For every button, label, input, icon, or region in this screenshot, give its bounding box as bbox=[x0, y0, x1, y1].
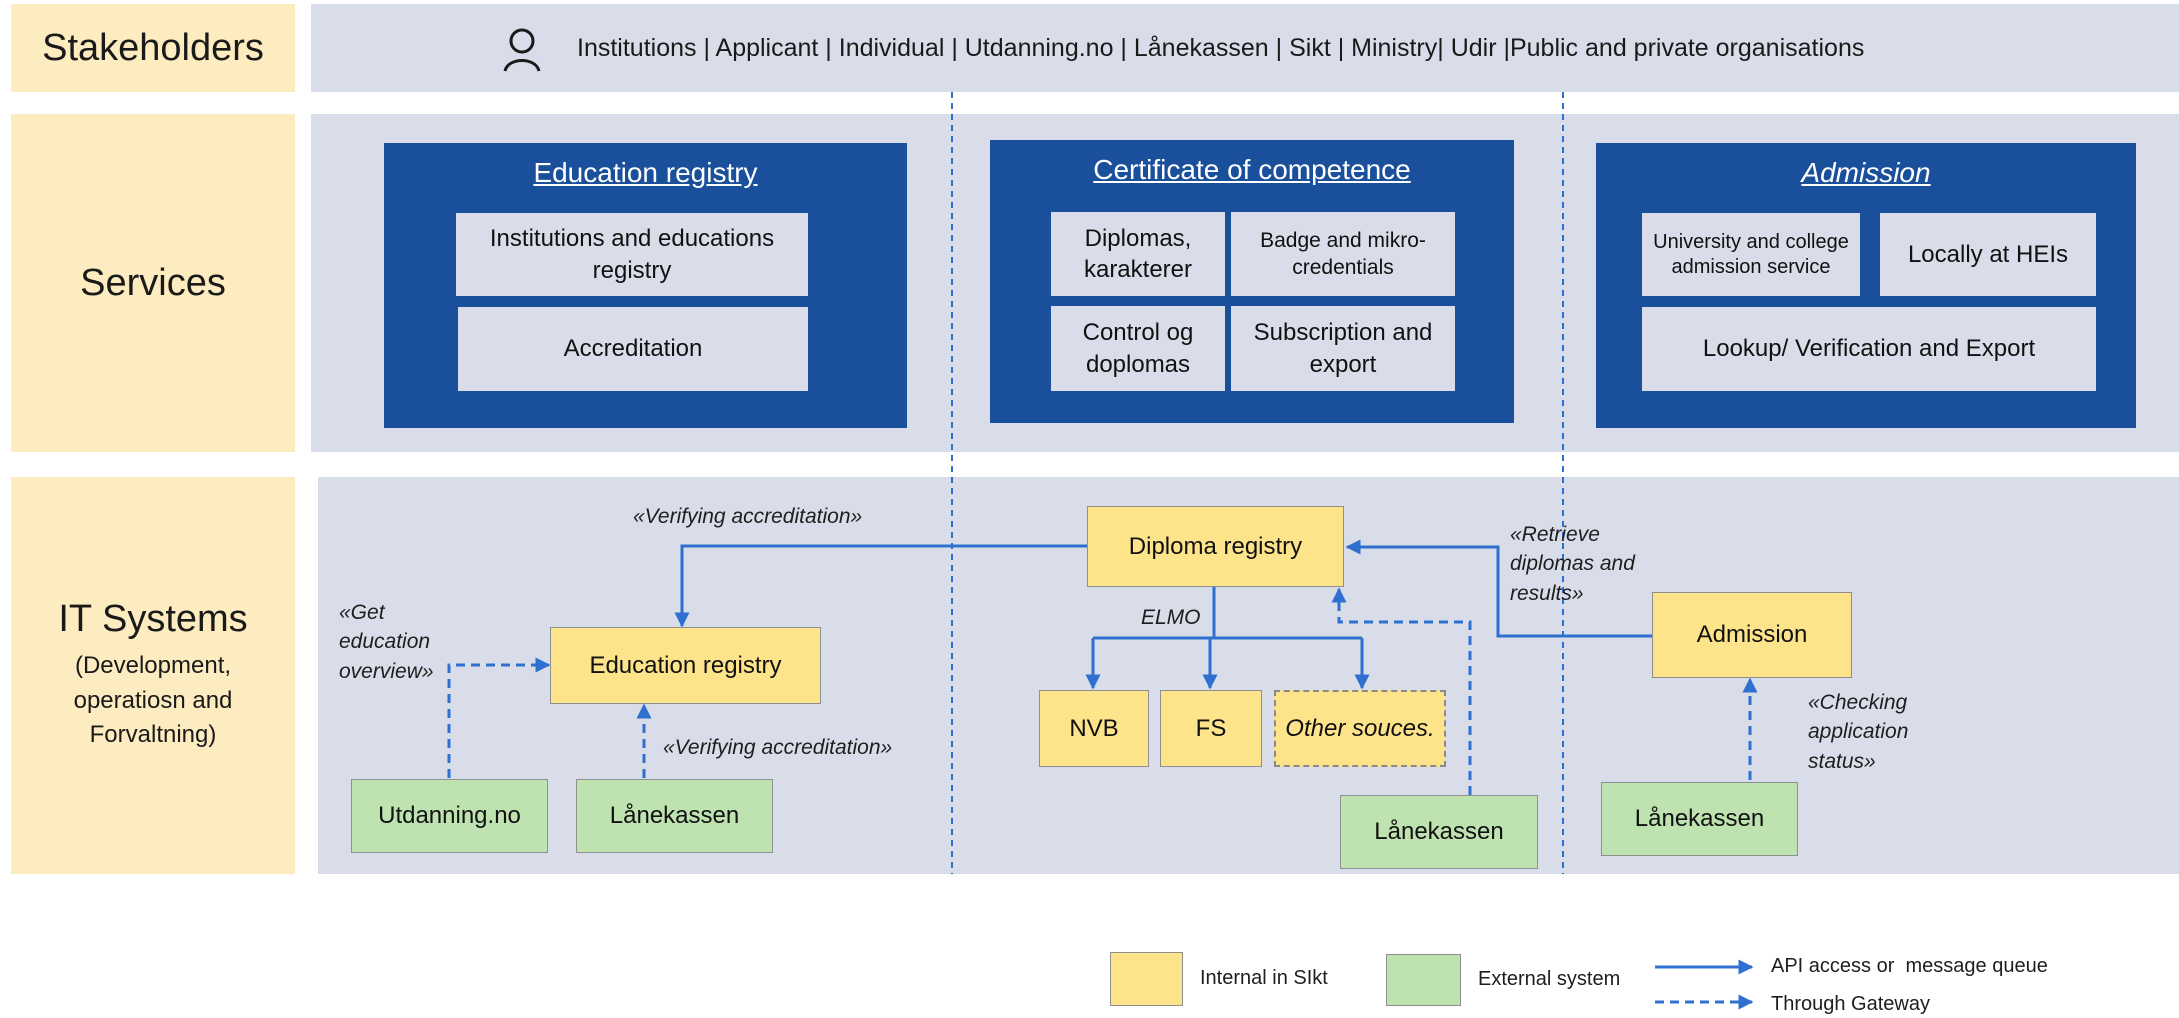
lanekassen-box-left: Lånekassen bbox=[576, 779, 773, 853]
service-item-locally-heis: Locally at HEIs bbox=[1880, 213, 2096, 296]
legend-gateway-label: Through Gateway bbox=[1771, 993, 1930, 1015]
stakeholders-label: Stakeholders bbox=[42, 26, 264, 69]
legend-internal-label: Internal in SIkt bbox=[1200, 967, 1328, 989]
education-registry-box: Education registry bbox=[550, 627, 821, 704]
service-panel-admission: Admission University and college admissi… bbox=[1596, 143, 2136, 428]
service-item-lookup-verification: Lookup/ Verification and Export bbox=[1642, 307, 2096, 391]
annotation-get-education-overview: «Get education overview» bbox=[339, 601, 434, 683]
diploma-registry-box: Diploma registry bbox=[1087, 506, 1344, 587]
service-item-institutions-registry: Institutions and educations registry bbox=[456, 213, 808, 296]
fs-box: FS bbox=[1160, 690, 1262, 767]
annotation-verifying-accreditation-top: «Verifying accreditation» bbox=[633, 505, 863, 528]
lanekassen-box-center: Lånekassen bbox=[1340, 795, 1538, 869]
it-systems-label: IT Systems bbox=[58, 597, 248, 640]
row-label-stakeholders: Stakeholders bbox=[11, 4, 295, 92]
services-label: Services bbox=[80, 261, 226, 304]
row-label-services: Services bbox=[11, 114, 295, 452]
annotation-elmo: ELMO bbox=[1141, 606, 1201, 629]
other-sources-box: Other souces. bbox=[1274, 690, 1446, 767]
utdanning-box: Utdanning.no bbox=[351, 779, 548, 853]
annotation-checking-status: «Checking application status» bbox=[1808, 691, 1909, 773]
annotation-verifying-accreditation-bottom: «Verifying accreditation» bbox=[663, 736, 893, 759]
lanekassen-box-right: Lånekassen bbox=[1601, 782, 1798, 856]
it-systems-sublabel: (Development, operatiosn and Forvaltning… bbox=[73, 651, 233, 749]
service-item-badge: Badge and mikro-credentials bbox=[1231, 212, 1455, 296]
service-title-certificate: Certificate of competence bbox=[1093, 154, 1411, 185]
service-panel-certificate: Certificate of competence Diplomas, kara… bbox=[990, 140, 1514, 423]
legend-api-label: API access or message queue bbox=[1771, 955, 2048, 977]
service-title-education-registry: Education registry bbox=[533, 157, 758, 188]
legend-external-swatch bbox=[1386, 954, 1461, 1006]
service-item-subscription: Subscription and export bbox=[1231, 306, 1455, 391]
legend-internal-swatch bbox=[1110, 952, 1183, 1006]
service-item-accreditation: Accreditation bbox=[458, 307, 808, 391]
stakeholders-list: Institutions | Applicant | Individual | … bbox=[577, 34, 1865, 62]
annotation-retrieve-diplomas: «Retrieve diplomas and results» bbox=[1510, 523, 1635, 605]
service-item-diplomas: Diplomas, karakterer bbox=[1051, 212, 1225, 296]
legend-external-label: External system bbox=[1478, 968, 1621, 990]
person-icon bbox=[500, 27, 544, 73]
row-label-it-systems: IT Systems (Development, operatiosn and … bbox=[11, 477, 295, 874]
service-panel-education-registry: Education registry Institutions and educ… bbox=[384, 143, 907, 428]
service-title-admission: Admission bbox=[1801, 157, 1931, 188]
service-item-university-admission: University and college admission service bbox=[1642, 213, 1860, 296]
nvb-box: NVB bbox=[1039, 690, 1149, 767]
service-item-control: Control og doplomas bbox=[1051, 306, 1225, 391]
stakeholders-band bbox=[311, 4, 2179, 92]
admission-box: Admission bbox=[1652, 592, 1852, 678]
